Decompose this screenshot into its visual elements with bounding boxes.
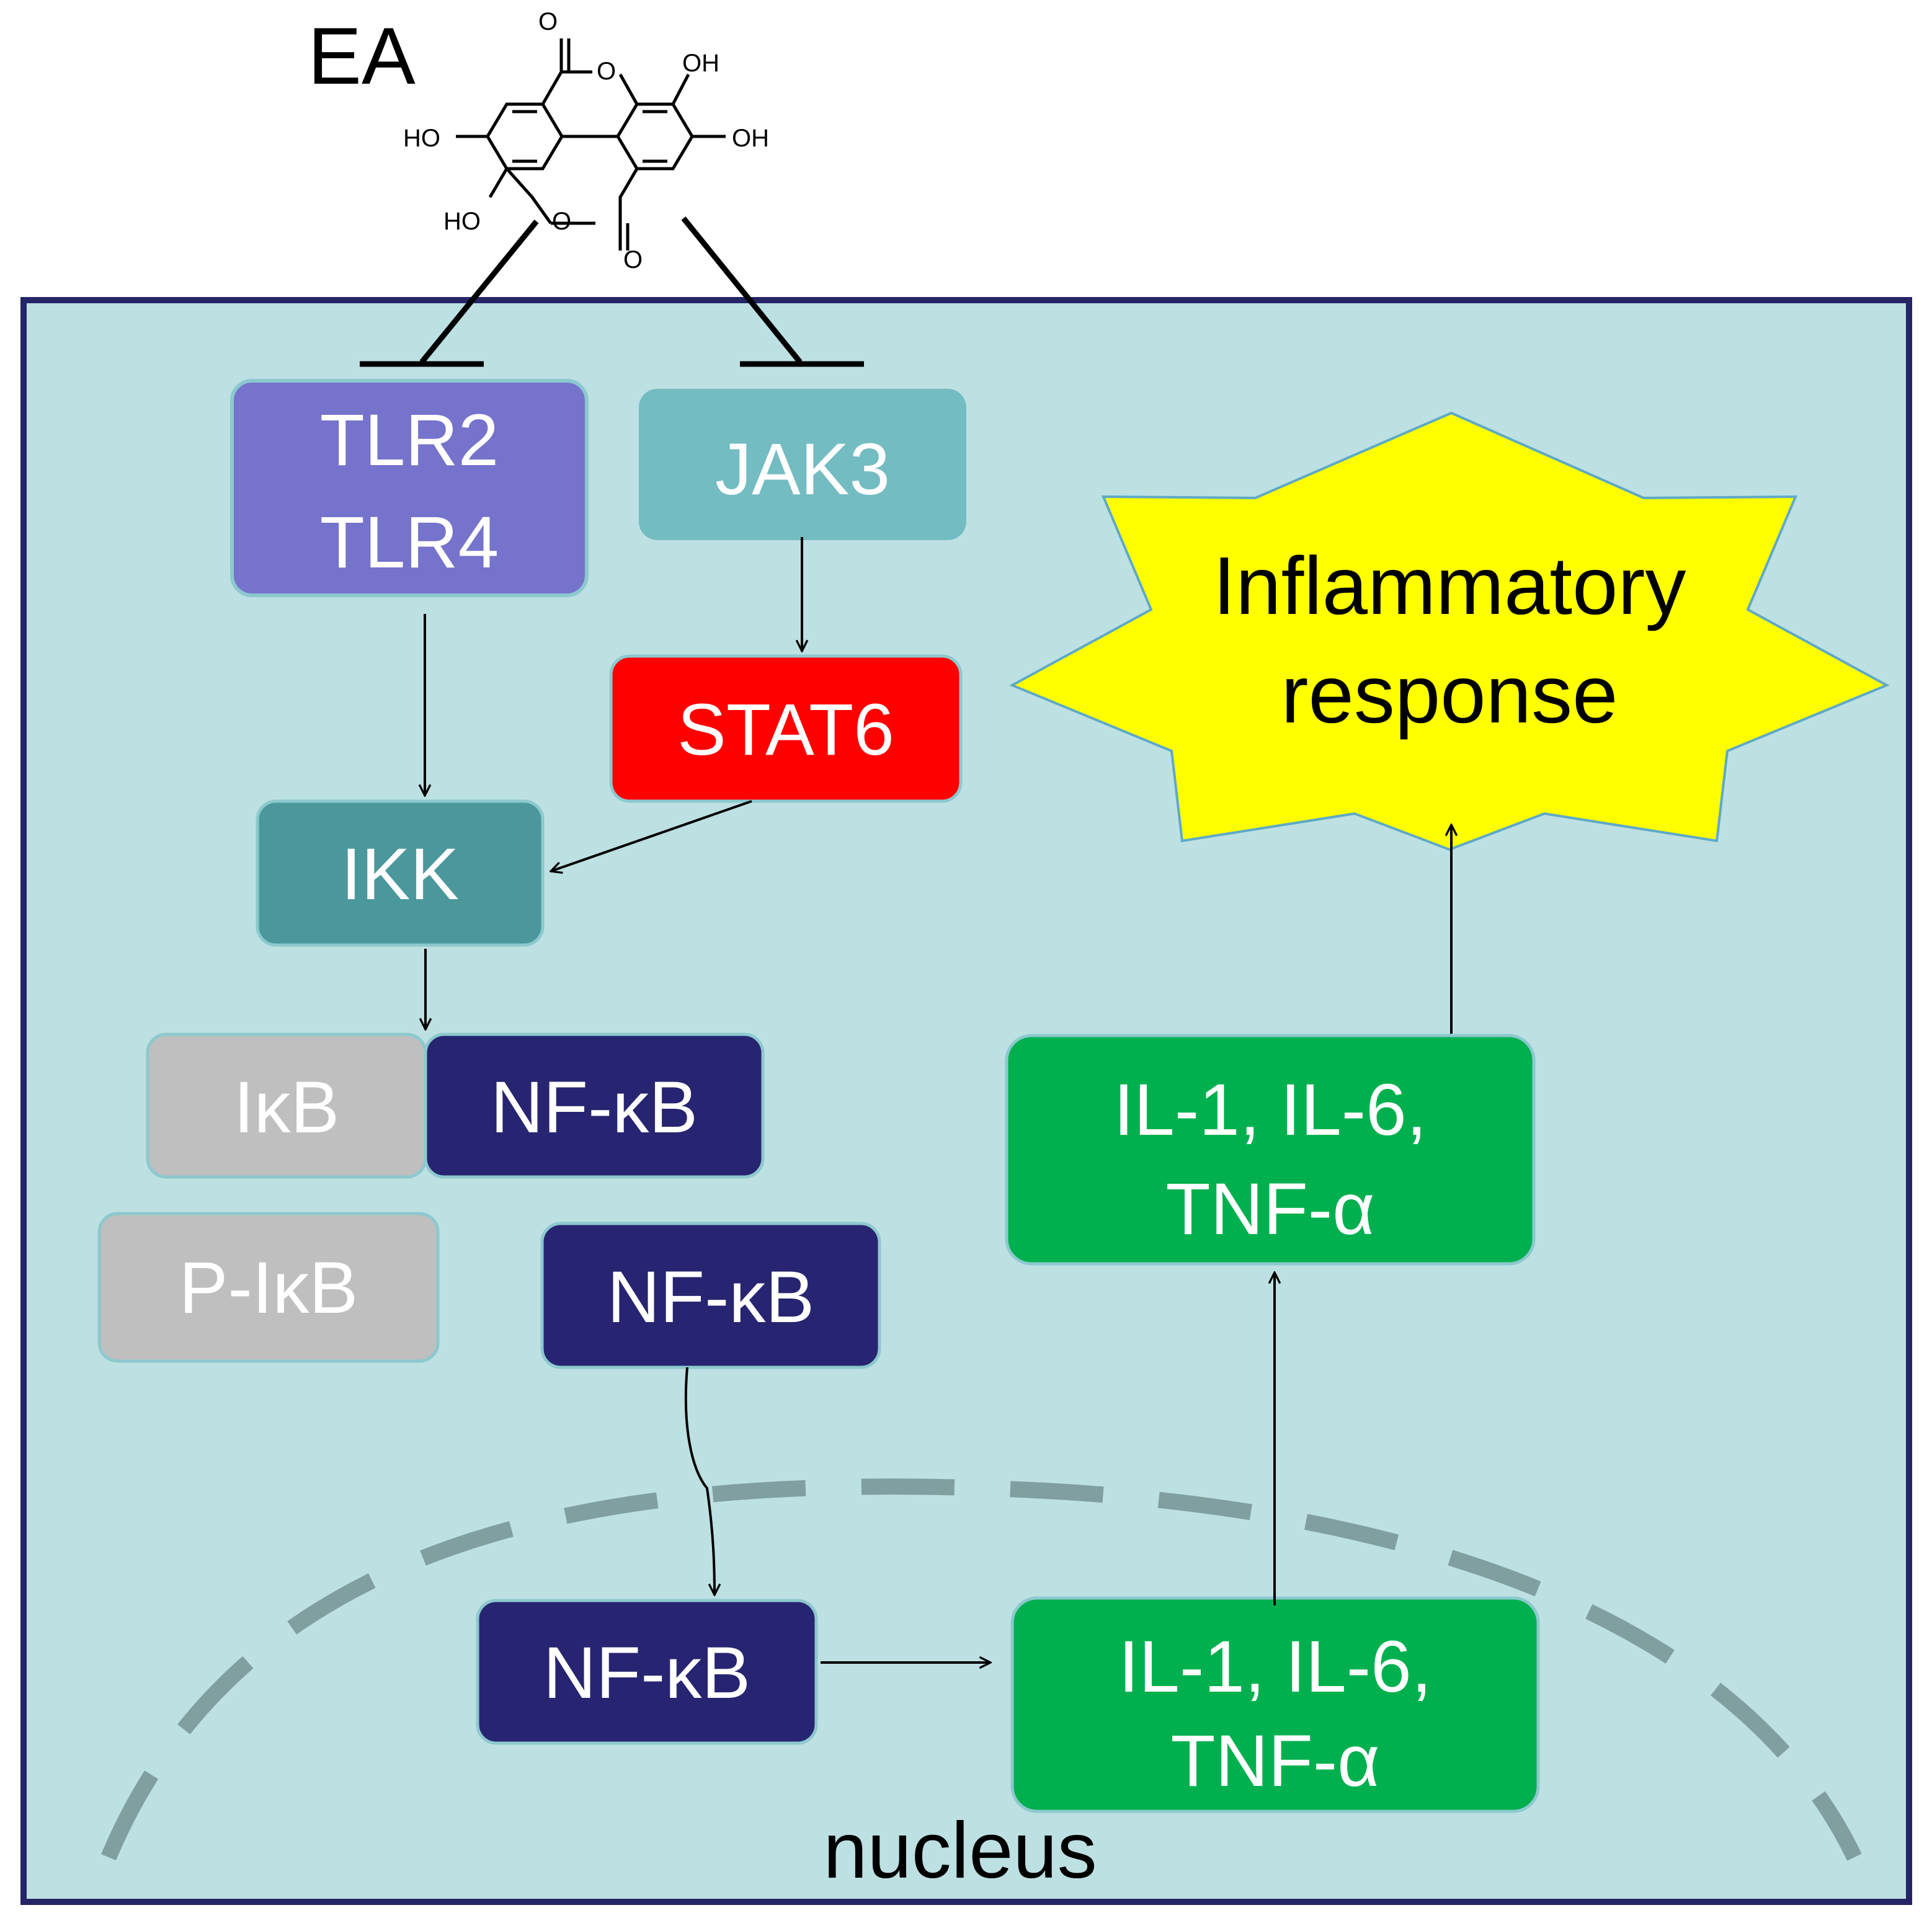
- tlr4-label: TLR4: [320, 502, 499, 584]
- node-cytokines-cytoplasm: IL-1, IL-6, TNF-α: [1005, 1034, 1536, 1266]
- node-ikb: IκB: [146, 1032, 427, 1179]
- nfkb-bound-label: NF-κB: [491, 1067, 698, 1148]
- oh-top-right-label: OH: [682, 50, 719, 77]
- ikk-label: IKK: [341, 833, 459, 915]
- ho-bottom-left-label: HO: [443, 208, 481, 235]
- o-bottom-label: O: [623, 246, 643, 273]
- title-label: EA: [308, 11, 416, 101]
- node-nfkb-free: NF-κB: [540, 1222, 881, 1369]
- inflammatory-line2: response: [1281, 649, 1618, 740]
- node-cytokines-nucleus: IL-1, IL-6, TNF-α: [1010, 1596, 1540, 1813]
- nfkb-nuclear-label: NF-κB: [543, 1632, 750, 1714]
- node-tlr: TLR2 TLR4: [230, 379, 589, 597]
- nfkb-free-label: NF-κB: [607, 1256, 814, 1338]
- node-jak3: JAK3: [639, 389, 966, 540]
- edge-nfkb-translocation: [684, 1367, 714, 1595]
- cytokines-cytoplasm-line2: TNF-α: [1166, 1168, 1375, 1250]
- ellagic-acid-labels: O O OH OH HO HO O O: [403, 8, 769, 273]
- node-ikk: IKK: [256, 799, 545, 947]
- pikb-label: P-IκB: [179, 1247, 358, 1329]
- inhibit-edge-tlr: [419, 220, 539, 364]
- nucleus-label: nucleus: [823, 1806, 1097, 1895]
- tlr2-label: TLR2: [320, 399, 499, 481]
- nucleus-membrane: [101, 1478, 1862, 1861]
- activation-edges: [425, 537, 1451, 1663]
- o-top-label: O: [538, 8, 558, 35]
- node-stat6: STAT6: [609, 654, 963, 803]
- cytokines-cytoplasm-line1: IL-1, IL-6,: [1113, 1069, 1427, 1151]
- inflammatory-line1: Inflammatory: [1213, 540, 1686, 631]
- inhibition-edges: [360, 216, 864, 367]
- edge-stat6-to-ikk: [551, 800, 752, 871]
- node-pikb: P-IκB: [97, 1212, 440, 1363]
- jak3-label: JAK3: [715, 428, 890, 510]
- o-ring-bottom-label: O: [552, 208, 571, 235]
- cytokines-nucleus-line1: IL-1, IL-6,: [1118, 1626, 1431, 1708]
- stat6-label: STAT6: [677, 689, 894, 771]
- ho-left-label: HO: [403, 125, 440, 152]
- node-nfkb-nuclear: NF-κB: [476, 1599, 818, 1745]
- o-ring-top-label: O: [597, 58, 616, 85]
- node-inflammatory-response: Inflammatory response: [1009, 411, 1890, 851]
- inhibit-edge-jak3: [681, 216, 803, 364]
- oh-right-label: OH: [732, 125, 769, 152]
- ellagic-acid-structure: [456, 38, 726, 251]
- node-nfkb-bound: NF-κB: [424, 1032, 765, 1179]
- cytokines-nucleus-line2: TNF-α: [1171, 1720, 1380, 1802]
- ikb-label: IκB: [234, 1067, 340, 1148]
